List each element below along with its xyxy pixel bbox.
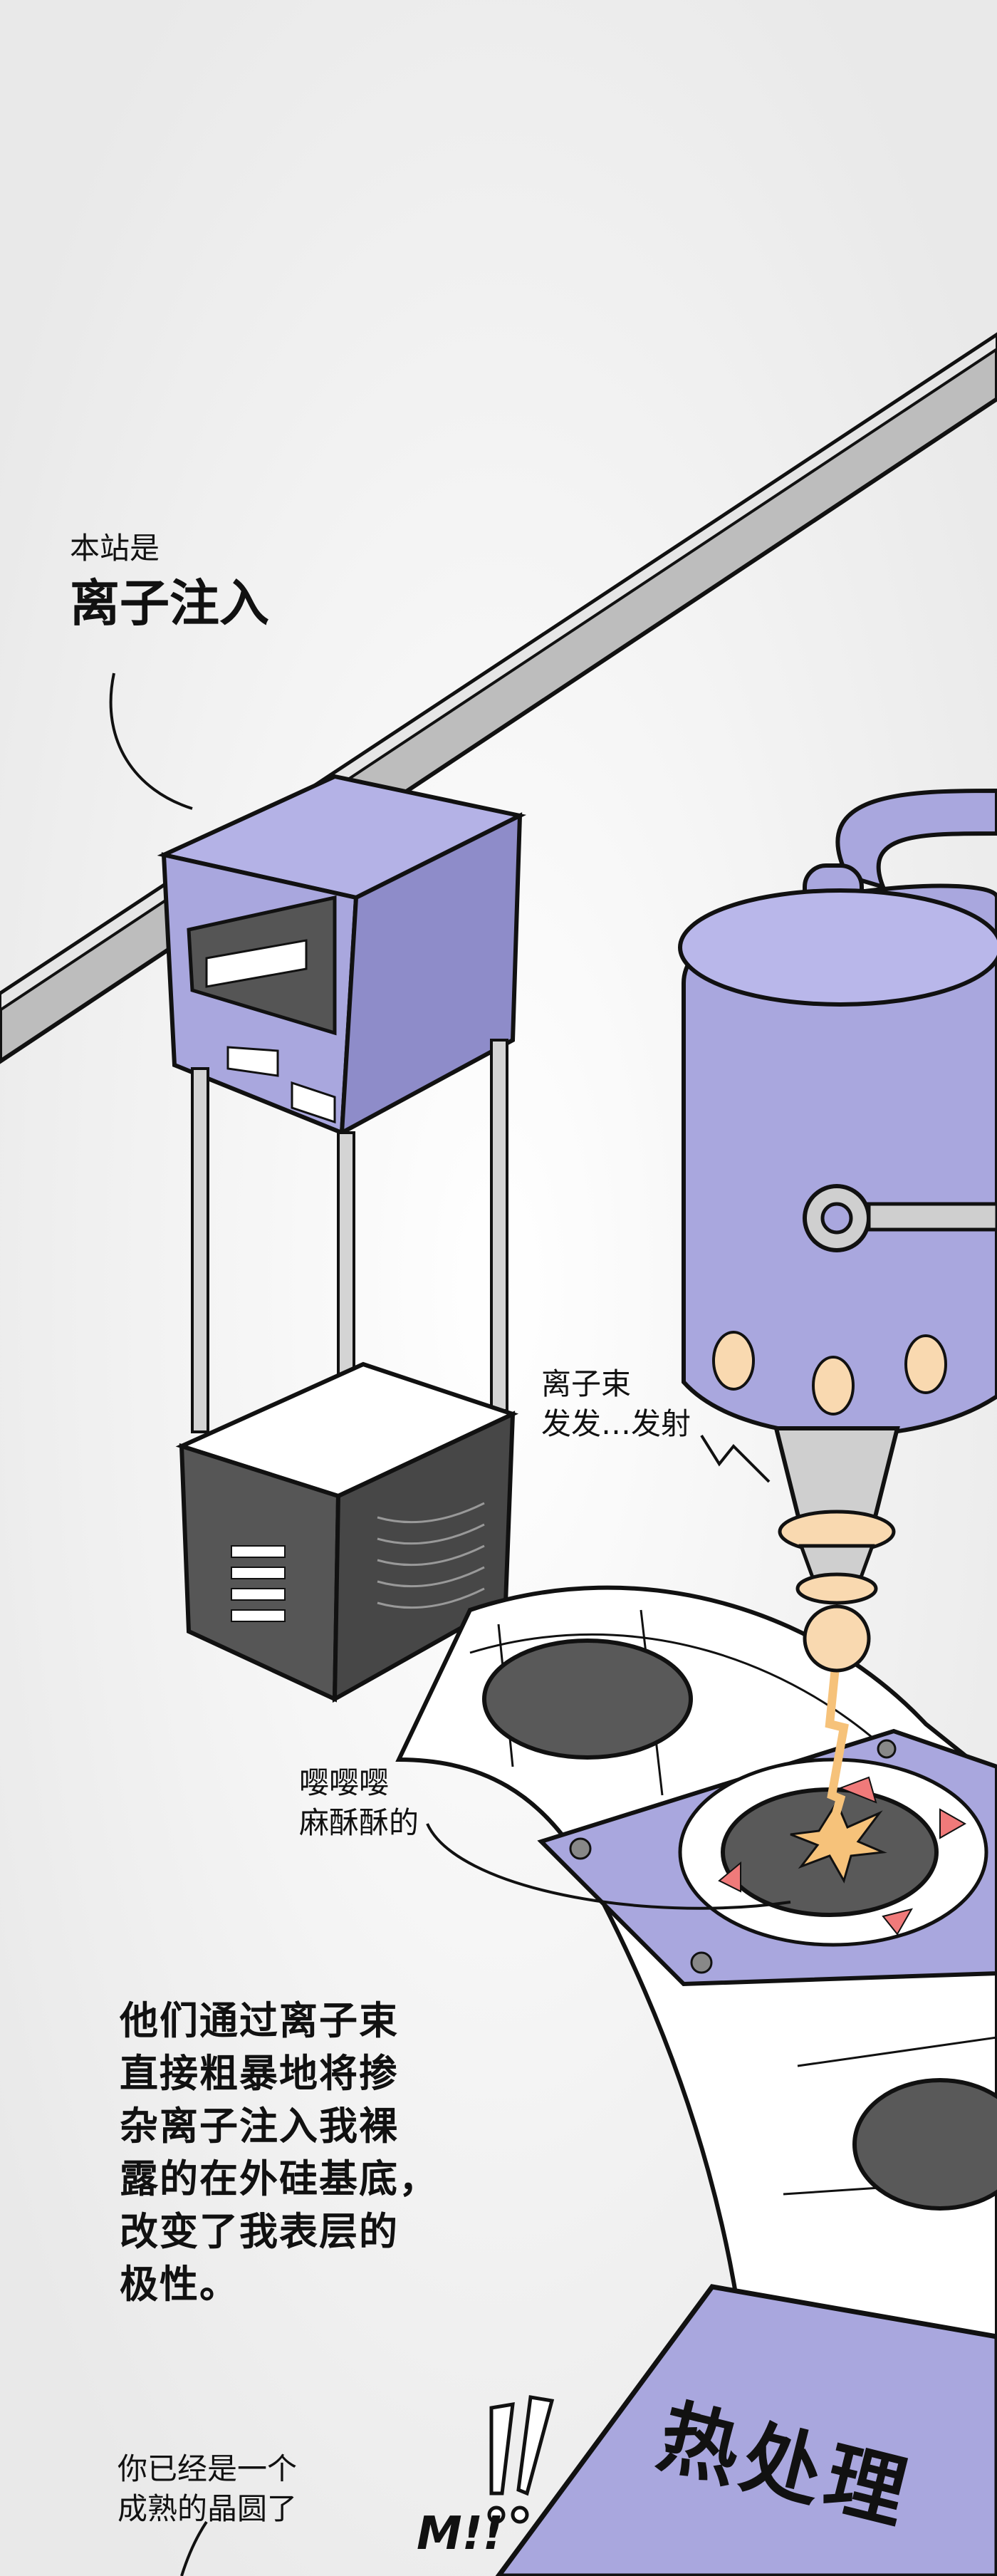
lift-rods: [191, 1039, 508, 1519]
hoist-unit: [157, 774, 527, 1137]
wafer-caption-line-1: 你已经是一个: [118, 2451, 298, 2486]
wafer-caption-tail: [180, 2520, 208, 2576]
ion-source: [678, 789, 997, 1673]
station-name-caption: 离子注入: [70, 574, 269, 633]
next-station-block: [495, 2284, 997, 2576]
ion-beam: [825, 1652, 849, 1825]
station-intro-caption: 本站是: [70, 531, 160, 566]
beam-caption-line-1: 离子束: [541, 1366, 632, 1401]
beam-caption-tail: [700, 1434, 771, 1483]
narration-caption: 他们通过离子束 直接粗暴地将掺 杂离子注入我裸 露的在外硅基底， 改变了我表层的…: [120, 1995, 439, 2311]
exclaim-marks: [487, 2395, 555, 2524]
sfx-caption-tail: [426, 1823, 791, 1910]
narration-line-1: 他们通过离子束: [120, 1998, 399, 2043]
sfx-caption-line-1: 嘤嘤嘤: [299, 1765, 390, 1800]
beam-caption-line-2: 发发…发射: [541, 1406, 691, 1441]
narration-line-2: 直接粗暴地将掺: [120, 2051, 399, 2096]
beam-caption: 离子束 发发…发射: [541, 1364, 691, 1444]
caption-tail: [109, 672, 193, 810]
sfx-caption-line-2: 麻酥酥的: [299, 1805, 419, 1840]
wafer-caption-line-2: 成熟的晶圆了: [118, 2491, 298, 2526]
wafer-caption: 你已经是一个 成熟的晶圆了: [118, 2449, 297, 2529]
narration-line-5: 改变了我表层的: [120, 2209, 399, 2254]
sfx-caption: 嘤嘤嘤 麻酥酥的: [299, 1763, 419, 1843]
narration-line-4: 露的在外硅基底，: [120, 2156, 439, 2201]
narration-line-6: 极性。: [120, 2262, 239, 2307]
exclaim-sfx: M!!: [417, 2508, 504, 2560]
narration-line-3: 杂离子注入我裸: [120, 2104, 399, 2149]
implant-chamber: [537, 1728, 997, 1987]
